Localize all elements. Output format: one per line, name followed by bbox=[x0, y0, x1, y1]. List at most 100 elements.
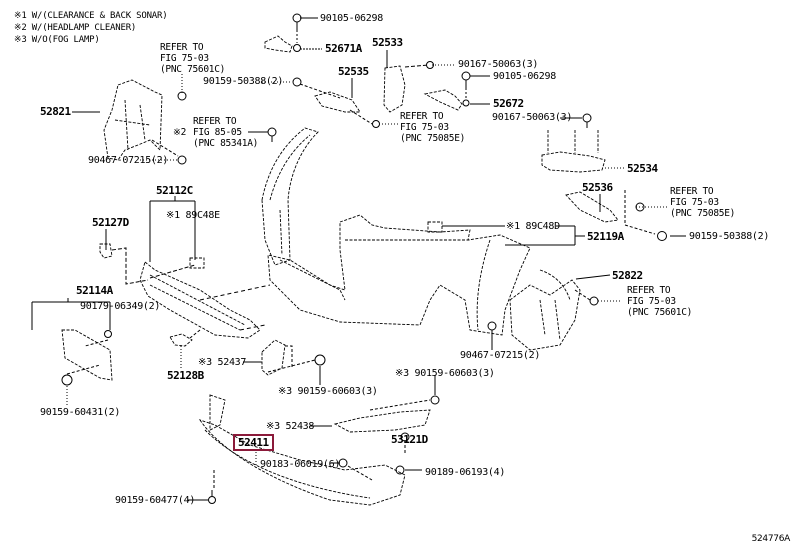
refer-line-2: FIG 75-03 bbox=[670, 197, 719, 208]
part-52411-lower-valance bbox=[200, 420, 405, 505]
part-label-52821[interactable]: 52821 bbox=[40, 105, 71, 118]
part-label-90467-07215[interactable]: 90467-07215(2) bbox=[88, 155, 169, 166]
clip-icon bbox=[488, 322, 496, 330]
part-label-52534[interactable]: 52534 bbox=[627, 162, 658, 175]
part-label-90167-50063-b[interactable]: 90167-50063(3) bbox=[492, 112, 573, 123]
refer-line-3: (PNC 85341A) bbox=[193, 138, 259, 149]
part-label-52114A[interactable]: 52114A bbox=[76, 284, 113, 297]
part-52534-drawing bbox=[542, 152, 605, 172]
refer-line-1: REFER TO bbox=[400, 111, 444, 122]
part-label-52672[interactable]: 52672 bbox=[493, 97, 524, 110]
figure-id: 524776A bbox=[751, 534, 791, 544]
clip-icon bbox=[178, 92, 186, 100]
part-52535-drawing bbox=[315, 92, 360, 112]
part-label-90179-06349[interactable]: 90179-06349(2) bbox=[80, 301, 161, 312]
refer-to-fig-75-03-pnc-75085e-b[interactable]: REFER TO FIG 75-03 (PNC 75085E) bbox=[670, 186, 735, 219]
part-label-52127D[interactable]: 52127D bbox=[92, 216, 129, 229]
refer-line-3: (PNC 75601C) bbox=[160, 64, 226, 75]
bolt-icon bbox=[583, 114, 591, 128]
clip-icon bbox=[463, 100, 469, 106]
part-label-52128B[interactable]: 52128B bbox=[167, 369, 204, 382]
clip-icon bbox=[105, 331, 112, 338]
bolt-icon bbox=[268, 128, 276, 142]
refer-to-fig-75-03-pnc-75601c[interactable]: REFER TO FIG 75-03 (PNC 75601C) bbox=[160, 42, 225, 75]
clip-icon bbox=[315, 355, 325, 365]
part-52438-drawing bbox=[335, 410, 430, 432]
part-label-89C48D[interactable]: ※1 89C48D bbox=[506, 221, 560, 232]
clip-icon bbox=[294, 45, 301, 52]
part-label-52437[interactable]: ※3 52437 bbox=[198, 357, 247, 368]
note-1: ※1 W/(CLEARANCE & BACK SONAR) bbox=[14, 11, 168, 21]
part-label-89C48E[interactable]: ※1 89C48E bbox=[166, 210, 220, 221]
clip-icon bbox=[431, 396, 439, 404]
part-52112C-grille bbox=[140, 262, 260, 338]
part-52114A-drawing bbox=[62, 330, 112, 380]
refer-line-3: (PNC 75601C) bbox=[627, 307, 693, 318]
part-89C48E-drawing bbox=[190, 258, 204, 268]
part-label-52112C[interactable]: 52112C bbox=[156, 184, 193, 197]
part-label-52671A[interactable]: 52671A bbox=[325, 42, 362, 55]
refer-line-1: REFER TO bbox=[160, 42, 204, 53]
part-label-90159-60477[interactable]: 90159-60477(4) bbox=[115, 495, 196, 506]
refer-line-2: FIG 75-03 bbox=[160, 53, 209, 64]
note-marker: ※2 bbox=[173, 127, 187, 138]
part-52533-drawing bbox=[384, 66, 405, 112]
clip-icon bbox=[293, 78, 301, 86]
part-label-90183-06019[interactable]: 90183-06019(6) bbox=[260, 459, 341, 470]
refer-line-3: (PNC 75085E) bbox=[670, 208, 736, 219]
bolt-icon bbox=[462, 72, 470, 88]
note-2: ※2 W/(HEADLAMP CLEANER) bbox=[14, 23, 137, 33]
part-label-52411-highlighted[interactable]: 52411 bbox=[233, 434, 274, 451]
part-52536-drawing bbox=[566, 192, 618, 222]
part-52672-drawing bbox=[425, 90, 462, 110]
clip-icon bbox=[178, 156, 186, 164]
part-label-52119A[interactable]: 52119A bbox=[587, 230, 624, 243]
part-52128B-drawing bbox=[170, 334, 192, 346]
clip-icon bbox=[401, 433, 409, 441]
refer-line-1: REFER TO bbox=[670, 186, 714, 197]
fasteners bbox=[62, 14, 667, 504]
part-label-52536[interactable]: 52536 bbox=[582, 181, 613, 194]
part-label-90159-60603[interactable]: ※3 90159-60603(3) bbox=[278, 386, 378, 397]
refer-line-2: FIG 75-03 bbox=[627, 296, 676, 307]
component-drawings bbox=[62, 36, 618, 505]
part-52119A-bumper-cover bbox=[268, 215, 530, 335]
part-52127D-drawing bbox=[100, 244, 112, 258]
refer-line-2: FIG 75-03 bbox=[400, 122, 449, 133]
bolt-icon bbox=[427, 62, 434, 69]
part-label-52438[interactable]: ※3 52438 bbox=[266, 421, 315, 432]
part-label-90189-06193[interactable]: 90189-06193(4) bbox=[425, 467, 506, 478]
part-label-90467-07215-b[interactable]: 90467-07215(2) bbox=[460, 350, 541, 361]
clip-icon bbox=[339, 459, 347, 467]
refer-line-3: (PNC 75085E) bbox=[400, 133, 466, 144]
clip-icon bbox=[590, 297, 598, 305]
leader-lines bbox=[32, 18, 686, 500]
part-label-52535[interactable]: 52535 bbox=[338, 65, 369, 78]
part-label-90159-50388-b[interactable]: 90159-50388(2) bbox=[689, 231, 770, 242]
refer-to-fig-75-03-pnc-75601c-b[interactable]: REFER TO FIG 75-03 (PNC 75601C) bbox=[627, 285, 692, 318]
part-label-52533[interactable]: 52533 bbox=[372, 36, 403, 49]
refer-to-fig-75-03-pnc-75085e[interactable]: REFER TO FIG 75-03 (PNC 75085E) bbox=[400, 111, 465, 144]
part-label-90105-06298-b[interactable]: 90105-06298 bbox=[493, 71, 556, 82]
part-52822-drawing bbox=[510, 280, 580, 350]
clip-icon bbox=[658, 232, 667, 241]
part-52437-drawing bbox=[262, 340, 285, 375]
part-label-52822[interactable]: 52822 bbox=[612, 269, 643, 282]
part-52671A-drawing bbox=[265, 36, 292, 52]
part-reinforcement-drawing bbox=[262, 128, 318, 265]
bolt-icon bbox=[209, 490, 216, 504]
part-label-90167-50063[interactable]: 90167-50063(3) bbox=[458, 59, 539, 70]
clip-icon bbox=[636, 203, 644, 211]
part-label-90159-60603-b[interactable]: ※3 90159-60603(3) bbox=[395, 368, 495, 379]
clip-icon bbox=[396, 466, 404, 474]
refer-line-1: REFER TO bbox=[627, 285, 671, 296]
part-label-53121D[interactable]: 53121D bbox=[391, 433, 428, 446]
part-label-90159-50388[interactable]: 90159-50388(2) bbox=[203, 76, 284, 87]
clip-icon bbox=[373, 121, 380, 128]
part-label-90105-06298[interactable]: 90105-06298 bbox=[320, 13, 383, 24]
part-89C48D-drawing bbox=[428, 222, 442, 232]
part-label-90159-60431[interactable]: 90159-60431(2) bbox=[40, 407, 121, 418]
